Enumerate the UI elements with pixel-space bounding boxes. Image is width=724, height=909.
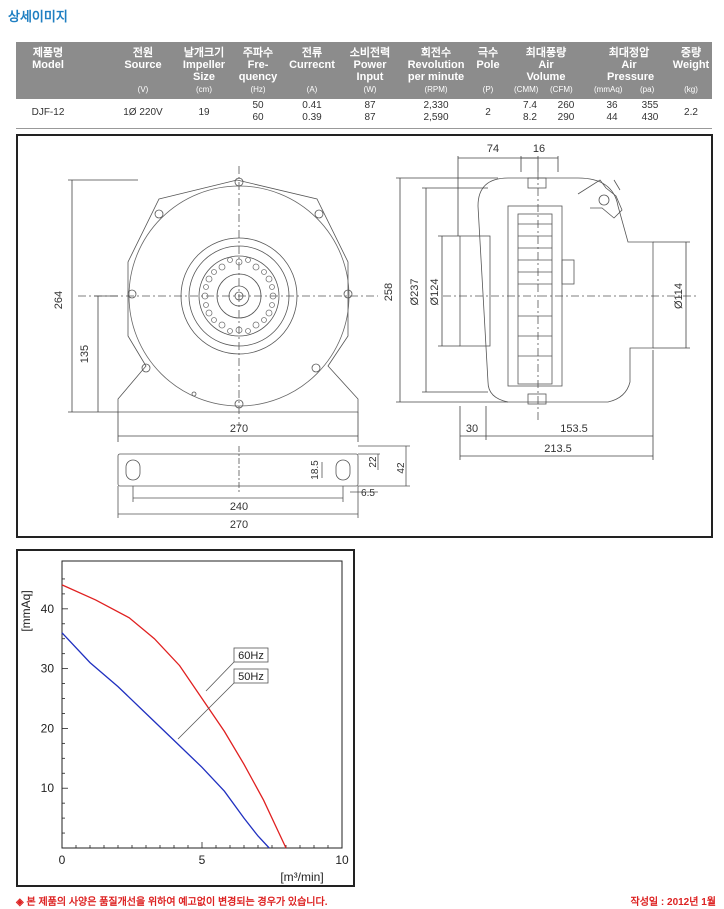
x-tick-label: 0 (59, 853, 66, 867)
y-tick-label: 40 (41, 602, 55, 616)
x-tick-label: 10 (335, 853, 349, 867)
y-tick-label: 10 (41, 781, 55, 795)
page-title: 상세이미지 (8, 9, 68, 24)
legend-50hz-box (233, 668, 269, 684)
cell-weight: 2.2 (684, 107, 698, 118)
cell-impeller: 19 (198, 107, 210, 118)
technical-drawing: 264 135 270 240 270 18.5 22 42 6.5 74 16… (16, 134, 713, 538)
chart-svg: 0 5 10 10 20 30 40 [mmAq] [m³/min] 60Hz 50Hz (19, 560, 349, 884)
dim-42: 42 (396, 462, 407, 474)
y-axis-label: [mmAq] (19, 590, 33, 631)
dim-153-5: 153.5 (560, 423, 588, 435)
y-tick-label: 20 (41, 721, 55, 735)
dim-22: 22 (368, 456, 379, 468)
legend-50hz-leader (177, 682, 235, 740)
cell-pole: 2 (485, 107, 491, 118)
front-view (78, 166, 378, 426)
dim-258: 258 (383, 283, 395, 301)
dim-240: 240 (230, 501, 248, 513)
dim-16: 16 (533, 143, 545, 155)
legend-60hz-leader (205, 661, 235, 692)
series-line-60hz (61, 584, 287, 849)
x-tick-label: 5 (199, 853, 206, 867)
y-tick-label: 30 (41, 662, 55, 676)
dim-74: 74 (487, 143, 499, 155)
cell-source: 1Ø 220V (123, 107, 163, 118)
series-line-50hz (61, 632, 270, 849)
dim-114: Ø114 (673, 283, 685, 309)
legend-50hz-label: 50Hz (238, 671, 264, 683)
footer-date: 작성일 : 2012년 1월 (630, 897, 716, 908)
dim-213-5: 213.5 (544, 443, 572, 455)
legend-60hz-box (233, 647, 269, 663)
dim-6-5: 6.5 (361, 488, 375, 499)
x-axis-label: [m³/min] (280, 870, 323, 884)
dim-264: 264 (53, 291, 65, 309)
base-view (117, 445, 410, 518)
performance-chart: 0 5 10 10 20 30 40 [mmAq] [m³/min] 60Hz 50Hz (16, 549, 355, 887)
dim-30: 30 (466, 423, 478, 435)
dim-124: Ø124 (429, 279, 441, 306)
dim-135: 135 (79, 345, 91, 363)
dim-18-5: 18.5 (310, 460, 321, 480)
dim-270-front: 270 (230, 423, 248, 435)
drawing-svg: 264 135 270 240 270 18.5 22 42 6.5 74 16… (53, 143, 698, 531)
side-view (443, 172, 698, 421)
legend-60hz-label: 60Hz (238, 650, 264, 662)
dim-237: Ø237 (409, 279, 421, 306)
footer-note: ◈ 본 제품의 사양은 품질개선을 위하여 예고없이 변경되는 경우가 있습니다… (16, 897, 328, 908)
cell-model: DJF-12 (31, 107, 65, 118)
dim-270-base: 270 (230, 519, 248, 531)
